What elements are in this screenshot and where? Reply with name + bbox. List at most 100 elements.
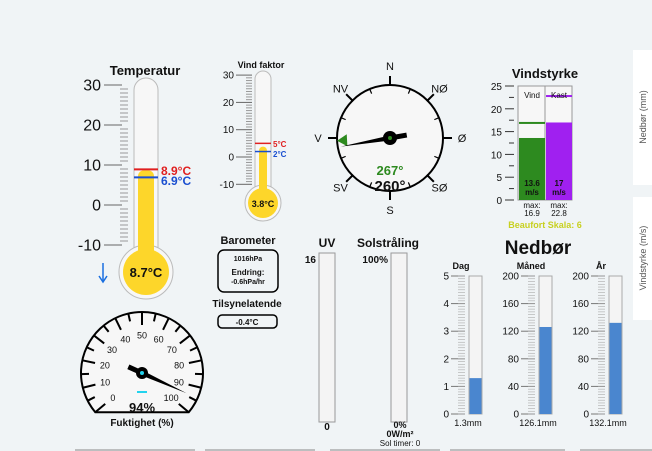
barometer-title: Barometer: [220, 235, 276, 247]
compass-tick: [369, 182, 373, 188]
scale-label: 20: [83, 118, 101, 135]
gauge-tick: [94, 403, 106, 413]
svg-text:16: 16: [305, 255, 317, 266]
svg-text:m/s: m/s: [525, 188, 539, 197]
compass-label-NV: NV: [333, 84, 349, 96]
gauge-label: 80: [174, 361, 184, 371]
needle-center: [388, 136, 392, 140]
svg-text:0%: 0%: [393, 420, 406, 430]
gauge-label: 20: [100, 361, 110, 371]
scale-label: 1: [443, 382, 449, 393]
apparent-title: Tilsynelatende: [212, 299, 282, 310]
scale-label: 5: [443, 272, 449, 283]
scale-label: -10: [220, 180, 235, 191]
compass-tick: [345, 174, 354, 183]
beaufort-scale: Beaufort Skala: 6: [508, 220, 582, 230]
gauge-label: 50: [137, 331, 147, 341]
svg-text:m/s: m/s: [552, 188, 566, 197]
gauge-tick: [82, 383, 96, 389]
scale-label: 0: [583, 410, 589, 421]
compass-tick: [345, 93, 354, 102]
gauge-label: 100: [164, 393, 179, 403]
scale-label: 0: [513, 410, 519, 421]
needle-center: [140, 371, 144, 375]
scale-label: 0: [496, 196, 502, 207]
scale-label: 0: [92, 198, 101, 215]
compass-tick: [426, 174, 435, 183]
gust-max-marker: [546, 95, 572, 98]
average-direction-label: 267°: [377, 163, 404, 178]
svg-text:100%: 100%: [362, 255, 388, 266]
compass-tick: [340, 117, 346, 121]
gauge-tick: [174, 324, 182, 333]
gauge-label: 90: [174, 378, 184, 388]
temperature-fill: [138, 170, 154, 272]
svg-text:max:: max:: [550, 201, 567, 210]
compass-tick: [434, 155, 440, 159]
rain-gauge-title: Dag: [452, 261, 469, 271]
gauge-label: 60: [154, 334, 164, 344]
gauge-tick: [179, 334, 191, 345]
scale-label: -10: [78, 238, 101, 255]
scale-label: 160: [502, 299, 519, 310]
wind-label: Vind: [524, 91, 540, 100]
gauge-tick: [127, 313, 132, 322]
compass-label-Ø: Ø: [458, 133, 467, 145]
side-tab-wind-label[interactable]: Vindstyrke (m/s): [638, 226, 648, 291]
scale-label: 200: [572, 272, 589, 283]
side-tab-rain[interactable]: Nedbør (mm): [633, 50, 652, 185]
scale-label: 160: [572, 299, 589, 310]
compass-label-N: N: [386, 61, 394, 73]
side-tab-wind[interactable]: Vindstyrke (m/s): [633, 197, 652, 320]
gauge-tick: [93, 334, 105, 345]
gauge-tick: [114, 317, 122, 331]
windchill-value: 3.8°C: [252, 199, 275, 209]
scale-label: 200: [502, 272, 519, 283]
wind-direction-needle: [340, 131, 408, 147]
gauge-tick: [188, 359, 202, 364]
scale-label: 20: [223, 98, 235, 109]
gauge-label: 40: [120, 334, 130, 344]
gauge-tick: [86, 346, 95, 352]
side-tab-rain-label[interactable]: Nedbør (mm): [638, 90, 648, 144]
solar-irradiance: 0W/m²: [387, 429, 414, 439]
compass-tick: [407, 182, 411, 188]
compass-label-V: V: [314, 133, 322, 145]
gauge-tick: [82, 359, 96, 364]
rain-bar-fill: [469, 378, 482, 414]
scale-label: 10: [83, 158, 101, 175]
gauge-tick: [102, 324, 110, 333]
compass-tick: [340, 155, 346, 159]
scale-label: 30: [223, 71, 235, 82]
rain-gauge-value: 1.3mm: [454, 418, 482, 428]
gauge-tick: [162, 317, 170, 331]
solar-gauge: Solstråling 100% 0% 0W/m² Sol timer: 0: [357, 236, 421, 448]
temperature-value: 8.7°C: [130, 265, 163, 280]
wind-max-marker: [519, 121, 545, 124]
arrow-down-icon: [98, 263, 108, 284]
compass-tick: [407, 88, 411, 94]
scale-label: 3: [443, 327, 449, 338]
rain-gauge-value: 132.1mm: [589, 418, 627, 428]
sun-hours: Sol timer: 0: [380, 439, 421, 448]
scale-label: 80: [578, 354, 590, 365]
gauge-tick: [188, 383, 202, 389]
compass-tick: [434, 117, 440, 121]
scale-label: 10: [491, 150, 503, 161]
gust-max-value: 22.8: [551, 209, 567, 218]
windspeed-title: Vindstyrke: [512, 66, 578, 81]
temperature-min-label: 6.9°C: [161, 174, 191, 188]
scale-label: 15: [491, 128, 503, 139]
scale-label: 25: [491, 82, 503, 93]
rain-gauge-title: Måned: [517, 261, 546, 271]
rain-title: Nedbør: [505, 238, 572, 259]
solar-title: Solstråling: [357, 236, 419, 250]
